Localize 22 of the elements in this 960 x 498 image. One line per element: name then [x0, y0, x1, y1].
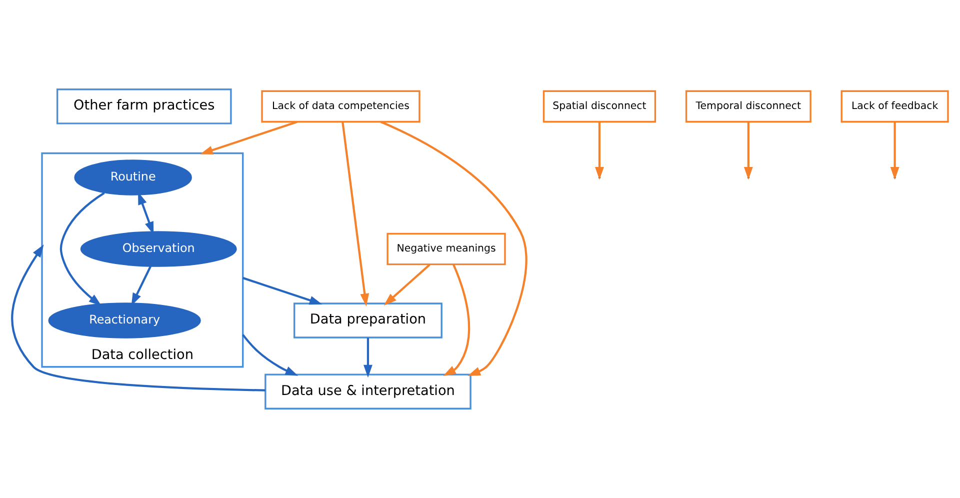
node-box: Negative meanings — [386, 232, 506, 266]
node-ellipse: Reactionary — [48, 302, 201, 338]
node-box: Lack of data competencies — [261, 90, 420, 123]
node-box: Data preparation — [294, 302, 442, 338]
arrow — [342, 122, 370, 306]
node-box: Spatial disconnect — [542, 90, 656, 123]
arrow — [242, 276, 322, 305]
node-box: Lack of feedback — [840, 90, 949, 123]
node-ellipse: Observation — [80, 231, 237, 267]
arrow — [60, 192, 105, 306]
arrow — [200, 120, 298, 154]
node-box: Temporal disconnect — [685, 90, 812, 123]
node-box: Other farm practices — [56, 88, 232, 124]
arrow — [131, 266, 152, 306]
arrow — [364, 338, 372, 378]
node-ellipse: Routine — [74, 160, 192, 196]
arrow — [384, 264, 430, 306]
arrow — [443, 264, 470, 376]
node-box: Data use & interpretation — [264, 374, 472, 410]
arrow — [242, 334, 298, 376]
arrow — [11, 244, 266, 392]
arrow — [380, 120, 528, 376]
